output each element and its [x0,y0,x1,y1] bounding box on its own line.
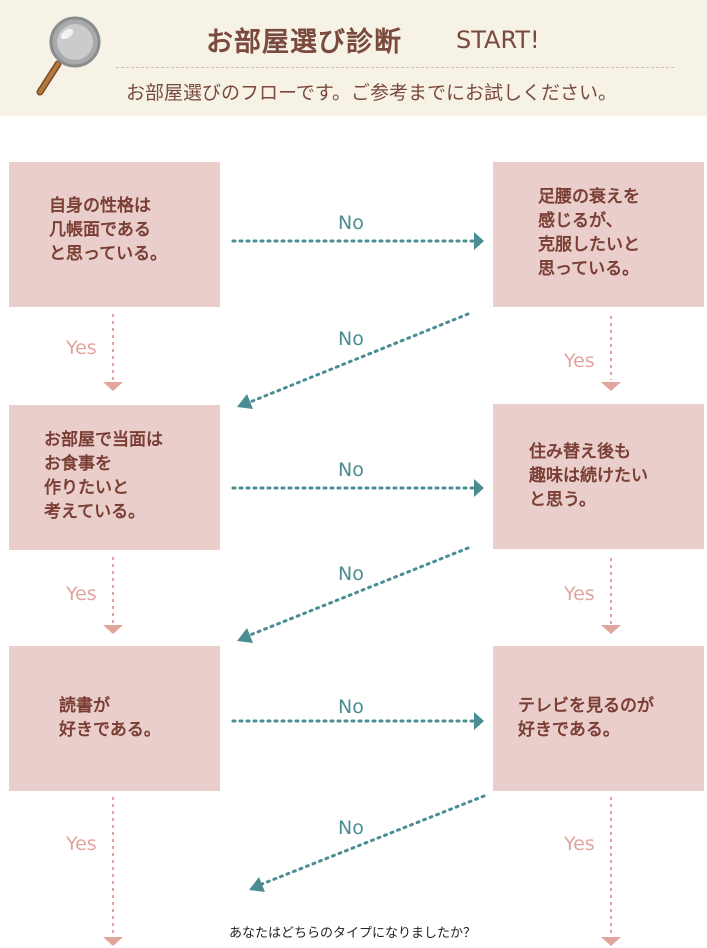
yes-label-left-1: Yes [66,337,97,359]
no-arrow-6 [249,794,486,892]
no-arrow-5 [231,712,484,730]
question-box-6: テレビを見るのが 好きである。 [493,646,704,791]
divider [116,67,674,68]
question-box-3: お部屋で当面は お食事を 作りたいと 考えている。 [9,405,220,550]
question-text-5: 読書が 好きである。 [59,696,161,740]
yes-label-right-3: Yes [564,833,595,855]
question-text-1: 自身の性格は 几帳面である と思っている。 [49,196,168,264]
yes-arrow-left-1 [103,314,123,391]
no-arrow-1 [231,232,484,250]
page-title: お部屋選び診断 [206,27,402,58]
no-arrow-3 [231,479,484,497]
yes-label-left-2: Yes [66,583,97,605]
magnifier-icon [36,16,101,96]
no-label-3: No [338,459,364,481]
yes-label-left-3: Yes [66,833,97,855]
yes-label-right-1: Yes [564,350,595,372]
no-arrow-4 [237,546,470,643]
no-arrow-2 [237,312,470,409]
question-box-1: 自身の性格は 几帳面である と思っている。 [9,162,220,307]
yes-arrow-left-2 [103,557,123,634]
no-label-6: No [338,817,364,839]
question-box-5: 読書が 好きである。 [9,646,220,791]
yes-arrow-right-3 [601,797,621,946]
start-label: START! [456,26,540,54]
no-label-1: No [338,212,364,234]
question-box-2: 足腰の衰えを 感じるが、 克服したいと 思っている。 [493,162,704,307]
yes-label-right-2: Yes [564,583,595,605]
header: お部屋選び診断 START! お部屋選びのフローです。ご参考までにお試しください… [0,0,707,116]
page-subtitle: お部屋選びのフローです。ご参考までにお試しください。 [126,82,617,104]
no-label-2: No [338,328,364,350]
yes-arrow-left-3 [103,797,123,946]
question-text-4: 住み替え後も 趣味は続けたい と思う。 [529,442,648,510]
question-text-3: お部屋で当面は お食事を 作りたいと 考えている。 [44,430,163,522]
yes-arrow-right-1 [601,316,621,391]
yes-arrow-right-2 [601,558,621,634]
question-box-4: 住み替え後も 趣味は続けたい と思う。 [493,404,704,549]
no-label-4: No [338,563,364,585]
question-text-2: 足腰の衰えを 感じるが、 克服したいと 思っている。 [538,187,640,279]
result-prompt: あなたはどちらのタイプになりましたか？ [229,926,477,941]
question-text-6: テレビを見るのが 好きである。 [518,696,654,740]
no-label-5: No [338,696,364,718]
